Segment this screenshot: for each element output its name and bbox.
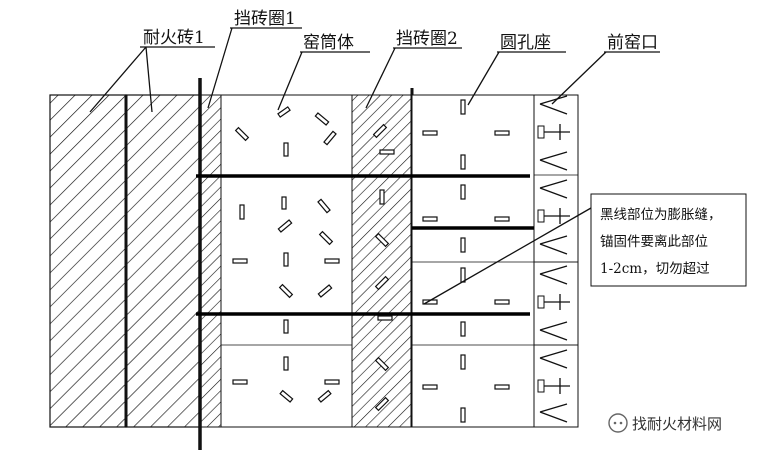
retaining-ring-2-anchors xyxy=(372,123,395,412)
note-line-3: 1-2cm，切勿超过 xyxy=(600,261,710,277)
kiln-shell-anchors xyxy=(232,106,340,403)
note-line-2: 锚固件要离此部位 xyxy=(600,233,708,250)
label-refractory-brick-1: 耐火砖1 xyxy=(143,28,205,48)
front-kiln-mouth-anchors xyxy=(539,95,570,423)
watermark: 找耐火材料网 xyxy=(608,413,722,433)
watermark-text: 找耐火材料网 xyxy=(632,415,722,433)
round-hole-seat-zone xyxy=(411,94,535,428)
leader-lines xyxy=(89,27,660,305)
label-front-kiln-mouth: 前窑口 xyxy=(607,33,658,53)
expansion-joints xyxy=(196,174,534,316)
panel-divisions xyxy=(221,174,578,346)
note-line-1: 黑线部位为膨胀缝， xyxy=(600,207,722,223)
round-hole-seat-anchors xyxy=(422,99,510,423)
retaining-ring-2-zone xyxy=(351,94,413,428)
chat-bubble-icon xyxy=(608,413,628,433)
retaining-ring-1-zone xyxy=(199,94,222,428)
label-retaining-ring-1: 挡砖圈1 xyxy=(234,9,296,29)
refractory-brick-1-band-b xyxy=(125,94,201,428)
expansion-joint-note-box xyxy=(590,193,747,287)
front-kiln-mouth-anchor-bases xyxy=(537,125,545,393)
label-round-hole-seat: 圆孔座 xyxy=(500,33,551,53)
refractory-brick-1-band-a xyxy=(49,94,127,428)
label-kiln-shell: 窑筒体 xyxy=(303,33,354,53)
front-kiln-mouth-zone xyxy=(533,94,579,428)
label-retaining-ring-2: 挡砖圈2 xyxy=(396,29,458,49)
